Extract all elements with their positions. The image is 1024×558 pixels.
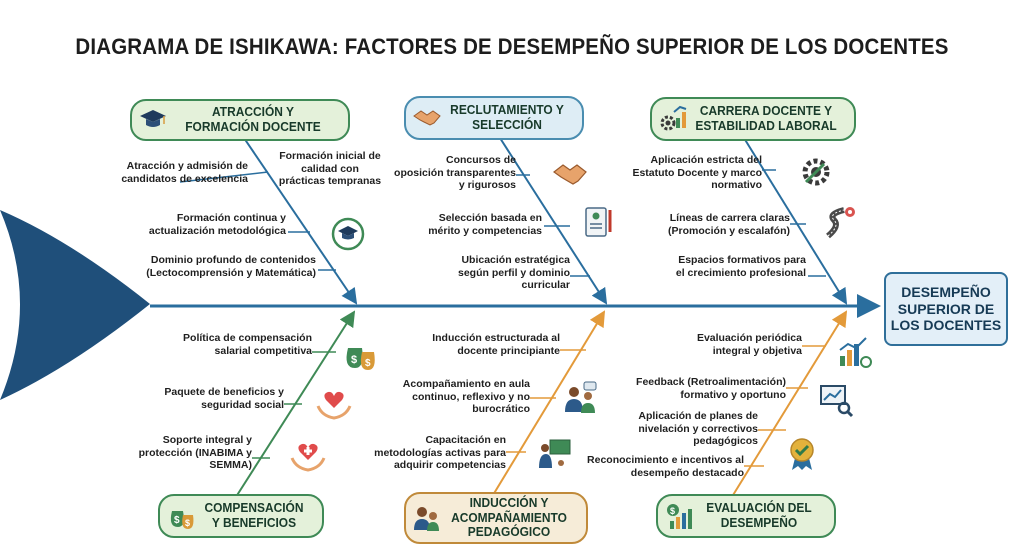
cause-compensacion-1: Política de compensación salarial compet…	[183, 332, 312, 357]
cause-atraccion-2: Formación inicial de calidad con práctic…	[278, 150, 382, 188]
cause-evaluacion-4: Reconocimiento e incentivos al desempeño…	[587, 454, 744, 479]
category-evaluacion: $ EVALUACIÓN DEL DESEMPEÑO	[656, 494, 836, 538]
heart-hands-icon	[316, 391, 352, 420]
cap-target-icon	[331, 217, 365, 251]
category-carrera: CARRERA DOCENTE Y ESTABILIDAD LABORAL	[650, 97, 856, 141]
money-bags-icon: $$	[166, 501, 196, 531]
category-reclutamiento: RECLUTAMIENTO Y SELECCIÓN	[404, 96, 584, 140]
cause-atraccion-1: Atracción y admisión de candidatos de ex…	[121, 160, 248, 185]
category-label: CARRERA DOCENTE Y ESTABILIDAD LABORAL	[695, 103, 837, 133]
cause-compensacion-2: Paquete de beneficios y seguridad social	[164, 386, 284, 411]
category-label: RECLUTAMIENTO Y SELECCIÓN	[450, 102, 564, 132]
cause-compensacion-3: Soporte integral y protección (INABIMA y…	[138, 434, 252, 472]
cause-atraccion-3: Formación continua y actualización metod…	[148, 212, 286, 237]
svg-text:$: $	[174, 515, 180, 526]
category-label: ATRACCIÓN Y FORMACIÓN DOCENTE	[185, 104, 321, 134]
people-icon	[412, 503, 442, 533]
bone-evaluacion	[729, 310, 848, 501]
gear-wrench-icon	[802, 158, 830, 186]
svg-text:$: $	[185, 518, 190, 528]
cause-carrera-3: Espacios formativos para el crecimiento …	[675, 254, 806, 279]
cause-reclutamiento-3: Ubicación estratégica según perfil y dom…	[457, 254, 570, 292]
fish-tail	[0, 210, 150, 400]
category-label: COMPENSACIÓN Y BENEFICIOS	[204, 500, 304, 530]
gears-growth-icon	[658, 104, 688, 134]
bone-carrera	[743, 137, 848, 305]
cause-induccion-1: Inducción estructurada al docente princi…	[432, 332, 560, 357]
svg-text:$: $	[670, 506, 675, 516]
cause-reclutamiento-2: Selección basada en mérito y competencia…	[428, 212, 542, 237]
cause-evaluacion-2: Feedback (Retroalimentación) formativo y…	[636, 376, 786, 401]
svg-text:$: $	[351, 354, 357, 366]
bone-atraccion	[243, 137, 358, 305]
award-badge-icon	[790, 438, 814, 470]
graduation-cap-icon	[138, 105, 168, 135]
page-title: DIAGRAMA DE ISHIKAWA: FACTORES DE DESEMP…	[75, 34, 949, 59]
category-label: INDUCCIÓN Y ACOMPAÑAMIENTO PEDAGÓGICO	[451, 494, 567, 540]
cause-evaluacion-1: Evaluación periódica integral y objetiva	[696, 332, 802, 357]
handshake-icon	[412, 103, 442, 133]
cause-induccion-2: Acompañamiento en aula continuo, reflexi…	[402, 378, 530, 416]
road-map-icon	[826, 207, 855, 239]
growth-chart-icon: $	[664, 501, 694, 531]
cause-reclutamiento-1: Concursos de oposición transparentes y r…	[394, 154, 516, 192]
cause-carrera-2: Líneas de carrera claras (Promoción y es…	[668, 212, 790, 237]
effect-box: DESEMPEÑO SUPERIOR DE LOS DOCENTES	[884, 272, 1008, 346]
bone-compensacion	[233, 310, 356, 501]
cause-evaluacion-3: Aplicación de planes de nivelación y cor…	[638, 410, 758, 448]
money-bags-icon: $ $	[346, 348, 375, 370]
medical-hands-icon	[290, 443, 326, 472]
category-compensacion: $$ COMPENSACIÓN Y BENEFICIOS	[158, 494, 324, 538]
svg-text:$: $	[365, 358, 371, 369]
bone-induccion	[489, 310, 606, 501]
handshake-icon	[552, 164, 587, 185]
resume-document-icon	[585, 207, 612, 237]
analytics-magnifier-icon	[820, 385, 854, 418]
cause-induccion-3: Capacitación en metodologías activas par…	[374, 434, 506, 472]
cause-atraccion-4: Dominio profundo de contenidos (Lectocom…	[146, 254, 316, 279]
category-atraccion: ATRACCIÓN Y FORMACIÓN DOCENTE	[130, 99, 350, 141]
category-induccion: INDUCCIÓN Y ACOMPAÑAMIENTO PEDAGÓGICO	[404, 492, 588, 544]
teaching-board-icon	[539, 439, 571, 468]
cause-carrera-1: Aplicación estricta del Estatuto Docente…	[632, 154, 762, 192]
bar-chart-icon	[839, 337, 872, 368]
category-label: EVALUACIÓN DEL DESEMPEÑO	[706, 500, 812, 530]
mentoring-icon	[565, 381, 597, 413]
